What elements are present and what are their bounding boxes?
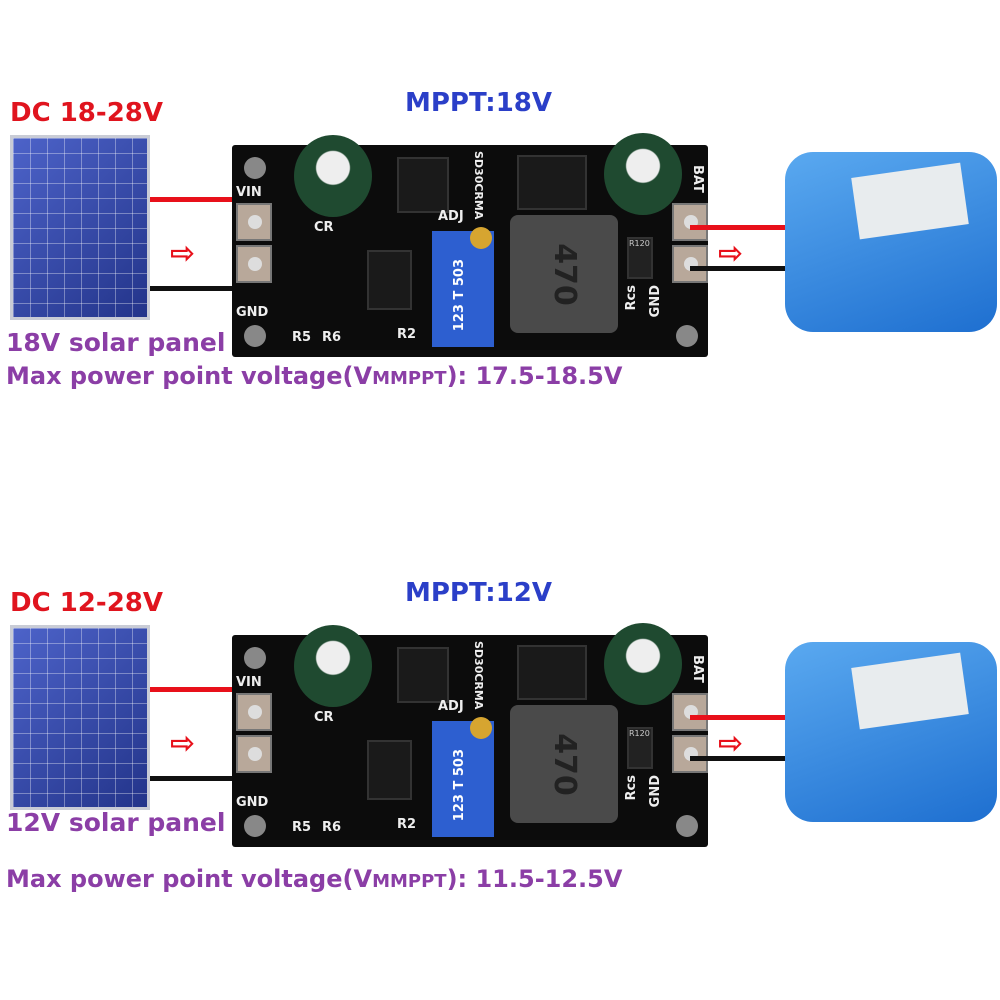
- controller-ic: [367, 740, 412, 800]
- arrow-right-icon: ⇨: [718, 236, 744, 271]
- battery-label: [851, 162, 969, 240]
- gnd-label: GND: [236, 305, 269, 320]
- gnd-out-label: GND: [648, 775, 663, 808]
- chip-label: SD30CRMA: [472, 641, 485, 710]
- mount-hole: [244, 815, 266, 837]
- max-power-range: ): 17.5-18.5V: [446, 362, 623, 390]
- max-power-prefix: Max power point voltage(V: [6, 362, 373, 390]
- mount-hole: [676, 325, 698, 347]
- input-range-label: DC 18-28V: [10, 98, 163, 128]
- mppt-wiring-panel: DC 12-28V MPPT:12V ⇨ VIN GND SD30CRMA CR…: [0, 490, 1000, 980]
- gnd-label: GND: [236, 795, 269, 810]
- bat-terminal: [672, 203, 708, 241]
- solar-panel-image: [10, 135, 150, 320]
- mppt-charger-board: VIN GND SD30CRMA CR R5 R6 R2 ADJ 123 T 5…: [232, 623, 708, 847]
- r5-label: R5: [292, 330, 312, 345]
- inductor: 470: [510, 705, 618, 823]
- input-positive-wire: [150, 197, 262, 202]
- adjust-potentiometer: 123 T 503: [432, 717, 494, 837]
- gnd-out-terminal: [672, 735, 708, 773]
- r6-label: R6: [322, 820, 342, 835]
- diode: [517, 645, 587, 700]
- arrow-right-icon: ⇨: [170, 236, 196, 271]
- max-power-point-label: Max power point voltage(VMMPPT): 17.5-18…: [6, 362, 622, 390]
- gnd-out-terminal: [672, 245, 708, 283]
- output-positive-wire: [690, 715, 798, 720]
- max-power-point-label: Max power point voltage(VMMPPT): 11.5-12…: [6, 865, 622, 893]
- rcs-label: Rcs: [624, 775, 639, 801]
- vin-terminal: [236, 693, 272, 731]
- cr-label: CR: [314, 220, 334, 235]
- max-power-sub: MMPPT: [372, 871, 447, 892]
- solar-panel-image: [10, 625, 150, 810]
- r5-label: R5: [292, 820, 312, 835]
- vin-label: VIN: [236, 675, 262, 690]
- gnd-terminal: [236, 735, 272, 773]
- bat-label: BAT: [690, 655, 705, 683]
- r2-label: R2: [397, 817, 417, 832]
- chip-label: SD30CRMA: [472, 151, 485, 220]
- max-power-sub: MMPPT: [372, 368, 447, 389]
- input-capacitor: [294, 625, 372, 707]
- output-capacitor: [604, 133, 682, 215]
- battery-label: [851, 652, 969, 730]
- inductor-label: 470: [546, 242, 582, 306]
- r2-label: R2: [397, 327, 417, 342]
- adjust-potentiometer: 123 T 503: [432, 227, 494, 347]
- rcs-label: Rcs: [624, 285, 639, 311]
- ic-chip: [397, 157, 449, 213]
- output-capacitor: [604, 623, 682, 705]
- inductor: 470: [510, 215, 618, 333]
- adj-label: ADJ: [438, 699, 464, 714]
- gnd-terminal: [236, 245, 272, 283]
- battery-pack-image: [785, 152, 997, 332]
- cr-label: CR: [314, 710, 334, 725]
- bat-label: BAT: [690, 165, 705, 193]
- solar-panel-label: 12V solar panel: [6, 808, 226, 837]
- inductor-label: 470: [546, 732, 582, 796]
- r6-label: R6: [322, 330, 342, 345]
- max-power-range: ): 11.5-12.5V: [446, 865, 623, 893]
- vin-terminal: [236, 203, 272, 241]
- sense-resistor: R120: [627, 237, 653, 279]
- input-negative-wire: [150, 776, 262, 781]
- gnd-out-label: GND: [648, 285, 663, 318]
- r120-label: R120: [629, 729, 650, 738]
- output-positive-wire: [690, 225, 798, 230]
- sense-resistor: R120: [627, 727, 653, 769]
- output-negative-wire: [690, 756, 790, 761]
- mount-hole: [244, 157, 266, 179]
- mppt-charger-board: VIN GND SD30CRMA CR R5 R6 R2 ADJ 123 T 5…: [232, 133, 708, 357]
- input-range-label: DC 12-28V: [10, 588, 163, 618]
- mount-hole: [676, 815, 698, 837]
- mppt-label: MPPT:12V: [405, 578, 552, 608]
- bat-terminal: [672, 693, 708, 731]
- pot-label: 123 T 503: [452, 259, 467, 332]
- solar-panel-label: 18V solar panel: [6, 328, 226, 357]
- controller-ic: [367, 250, 412, 310]
- mount-hole: [244, 325, 266, 347]
- input-negative-wire: [150, 286, 262, 291]
- diode: [517, 155, 587, 210]
- mppt-wiring-panel: DC 18-28V MPPT:18V ⇨ VIN GND SD30CRMA CR…: [0, 0, 1000, 490]
- battery-pack-image: [785, 642, 997, 822]
- arrow-right-icon: ⇨: [718, 726, 744, 761]
- vin-label: VIN: [236, 185, 262, 200]
- adj-label: ADJ: [438, 209, 464, 224]
- mppt-label: MPPT:18V: [405, 88, 552, 118]
- input-positive-wire: [150, 687, 262, 692]
- arrow-right-icon: ⇨: [170, 726, 196, 761]
- input-capacitor: [294, 135, 372, 217]
- pot-label: 123 T 503: [452, 749, 467, 822]
- mount-hole: [244, 647, 266, 669]
- r120-label: R120: [629, 239, 650, 248]
- max-power-prefix: Max power point voltage(V: [6, 865, 373, 893]
- ic-chip: [397, 647, 449, 703]
- output-negative-wire: [690, 266, 790, 271]
